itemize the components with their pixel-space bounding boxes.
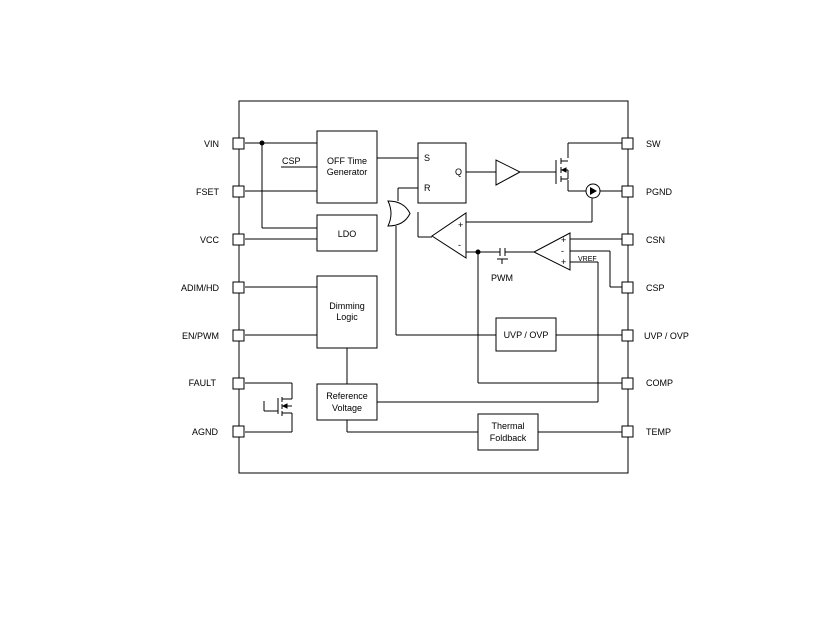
vref-label: VREF [578,256,597,263]
pin-temp[interactable] [621,425,634,438]
gate-driver-buffer [495,159,522,186]
label-temp: TEMP [646,427,671,437]
ldo-block: LDO [316,214,378,252]
amp-plus-2: + [561,257,566,267]
amp-plus-1: + [561,235,566,245]
csp-internal-label: CSP [282,156,301,166]
reference-line1: Reference [326,391,368,401]
uvp-ovp-block: UVP / OVP [495,317,557,352]
power-mosfet [555,158,569,184]
label-csp: CSP [646,283,665,293]
label-fset: FSET [196,187,220,197]
amp-minus: - [561,246,564,256]
pin-csp[interactable] [621,281,634,294]
fault-mosfet [263,397,292,416]
label-sw: SW [646,139,661,149]
pin-labels-right: SW PGND CSN CSP UVP / OVP COMP TEMP [644,139,689,437]
pwm-label: PWM [491,273,513,283]
pin-vcc[interactable] [232,233,245,246]
off-time-line1: OFF Time [327,156,367,166]
latch-r: R [424,183,431,193]
comparator-minus: - [458,240,461,250]
off-time-generator-block: OFF Time Generator [316,130,378,204]
wires [245,140,622,433]
label-fault: FAULT [189,378,217,388]
latch-q: Q [455,167,462,177]
thermal-foldback-block: Thermal Foldback [477,413,539,451]
label-vin: VIN [204,139,219,149]
pins-right [621,137,634,438]
thermal-line1: Thermal [491,421,524,431]
pin-labels-left: VIN FSET VCC ADIM/HD EN/PWM FAULT AGND [181,139,220,437]
dimming-line1: Dimming [329,301,365,311]
pin-uvp-ovp[interactable] [621,329,634,342]
pin-fset[interactable] [232,185,245,198]
pin-comp[interactable] [621,377,634,390]
comparator-plus: + [458,220,463,230]
error-amplifier [532,232,571,271]
pwm-switch [496,248,510,264]
off-time-line2: Generator [327,167,368,177]
pins-left [232,137,245,438]
pin-fault[interactable] [232,377,245,390]
label-vcc: VCC [200,235,220,245]
thermal-line2: Foldback [490,433,527,443]
pin-csn[interactable] [621,233,634,246]
pin-pgnd[interactable] [621,185,634,198]
ldo-label: LDO [338,229,357,239]
pin-vin[interactable] [232,137,245,150]
pin-sw[interactable] [621,137,634,150]
current-comparator [431,212,467,259]
reference-voltage-block: Reference Voltage [316,383,378,421]
reference-line2: Voltage [332,403,362,413]
uvp-ovp-label: UVP / OVP [504,330,549,340]
sr-latch: S R Q [417,142,467,204]
dimming-line2: Logic [336,312,358,322]
pin-adim[interactable] [232,281,245,294]
label-uvp-ovp: UVP / OVP [644,331,689,341]
pin-en-pwm[interactable] [232,329,245,342]
label-comp: COMP [646,378,673,388]
current-sense-symbol [585,183,601,199]
or-gate [387,200,411,227]
label-pgnd: PGND [646,187,673,197]
latch-s: S [424,153,430,163]
pin-agnd[interactable] [232,425,245,438]
label-en-pwm: EN/PWM [182,331,219,341]
label-agnd: AGND [192,427,219,437]
dimming-logic-block: Dimming Logic [316,275,378,349]
label-adim: ADIM/HD [181,283,220,293]
label-csn: CSN [646,235,665,245]
